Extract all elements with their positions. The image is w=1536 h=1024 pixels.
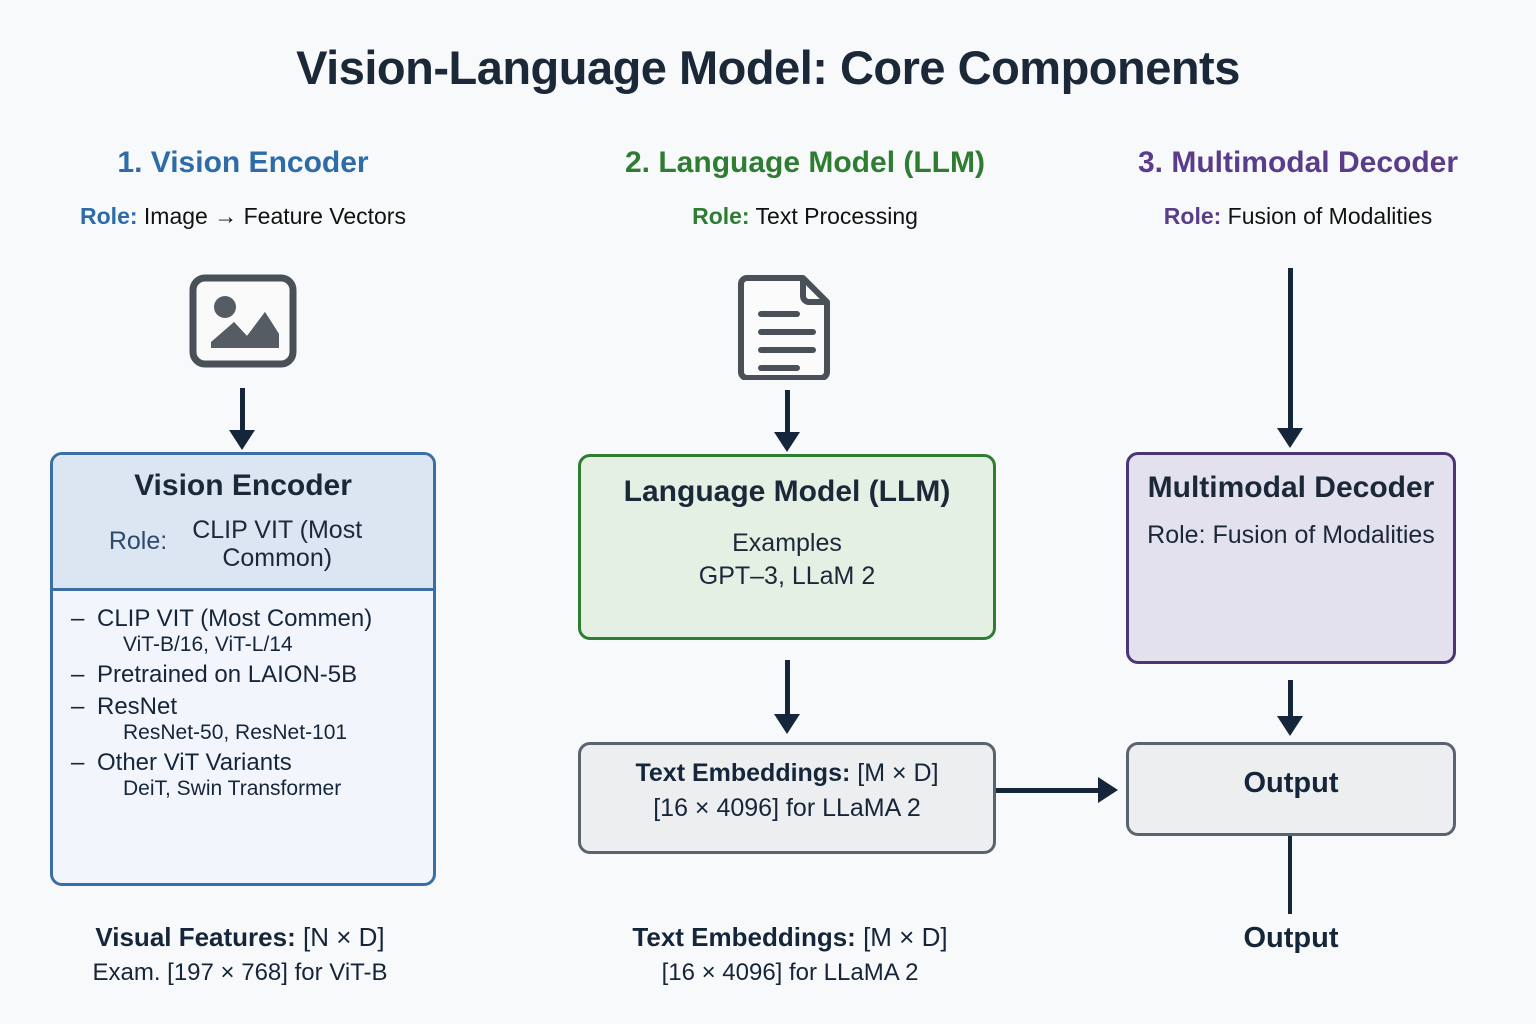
caption-visual-features-label: Visual Features:: [95, 922, 296, 952]
caption-visual-features-example: Exam. [197 × 768] for ViT-B: [92, 959, 388, 986]
caption-visual-features-line1: Visual Features: [N × D]: [30, 922, 450, 953]
page-title: Vision-Language Model: Core Components: [296, 41, 1240, 94]
arrow-decoder-to-output-head: [1277, 716, 1303, 736]
vision-encoder-list: –CLIP VIT (Most Commen) ViT-B/16, ViT-L/…: [53, 591, 433, 813]
vision-encoder-role-key: Role:: [108, 527, 168, 555]
list-item-main: –CLIP VIT (Most Commen): [71, 605, 425, 633]
list-item-sub: ViT-B/16, ViT-L/14: [123, 633, 293, 656]
caption-text-embeddings-label: Text Embeddings:: [632, 922, 856, 952]
output-box[interactable]: Output: [1126, 742, 1456, 836]
multimodal-decoder-box-title: Multimodal Decoder: [1147, 471, 1435, 504]
role-value-3: Fusion of Modalities: [1221, 203, 1433, 229]
list-item-text: Pretrained on LAION-5B: [97, 661, 358, 688]
role-value-2: Text Processing: [749, 203, 918, 229]
connector-output-box-to-output-label: [1288, 836, 1292, 914]
list-item: –ResNet ResNet-50, ResNet-101: [71, 693, 425, 745]
role-key-3: Role:: [1163, 203, 1222, 229]
vision-encoder-role-value: CLIP VIT (Most Common): [192, 516, 363, 572]
list-dash-icon: –: [71, 605, 85, 632]
text-embeddings-box-label-row: Text Embeddings: [M × D]: [581, 759, 993, 788]
image-icon: [189, 274, 297, 373]
arrow-text-embeddings-to-output-line: [996, 788, 1102, 793]
arrow-text-embeddings-to-output-head: [1098, 777, 1118, 803]
caption-visual-features: Visual Features: [N × D] Exam. [197 × 76…: [30, 922, 450, 987]
column-heading-vision-encoder: 1. Vision Encoder: [117, 146, 369, 179]
vision-encoder-box[interactable]: Vision Encoder Role: CLIP VIT (Most Comm…: [50, 452, 436, 886]
list-item-text: CLIP VIT (Most Commen): [97, 605, 373, 632]
arrow-header-to-decoder-line: [1288, 268, 1293, 432]
role-key-2: Role:: [692, 203, 750, 229]
arrow-llm-to-text-embeddings-line: [785, 660, 790, 718]
list-item-main: –Other ViT Variants: [71, 749, 425, 777]
column-role-vision-encoder: Role: Image → Feature Vectors: [0, 203, 486, 230]
caption-text-embeddings-example: [16 × 4096] for LLaMA 2: [661, 959, 919, 986]
language-model-box[interactable]: Language Model (LLM) Examples GPT–3, LLa…: [578, 454, 996, 640]
list-item-sub: DeiT, Swin Transformer: [123, 777, 342, 800]
list-dash-icon: –: [71, 693, 85, 720]
output-box-title: Output: [1243, 767, 1339, 799]
arrow-image-to-vision-encoder-head: [229, 430, 255, 450]
caption-output: Output: [1243, 922, 1339, 954]
column-heading-multimodal-decoder: 3. Multimodal Decoder: [1137, 146, 1459, 179]
language-model-box-title: Language Model (LLM): [623, 475, 951, 508]
arrow-document-to-llm-line: [785, 390, 790, 434]
list-item: –Pretrained on LAION-5B: [71, 661, 425, 689]
role-key-1: Role:: [80, 203, 138, 229]
arrow-document-to-llm-head: [774, 432, 800, 452]
arrow-header-to-decoder-head: [1277, 428, 1303, 448]
multimodal-decoder-box[interactable]: Multimodal Decoder Role: Fusion of Modal…: [1126, 452, 1456, 664]
caption-text-embeddings-line1: Text Embeddings: [M × D]: [560, 922, 1020, 953]
caption-visual-features-dims: [N × D]: [295, 922, 385, 952]
language-model-examples-label: Examples: [732, 529, 842, 557]
multimodal-decoder-role: Role: Fusion of Modalities: [1147, 520, 1435, 549]
list-dash-icon: –: [71, 661, 85, 688]
list-item: –Other ViT Variants DeiT, Swin Transform…: [71, 749, 425, 801]
caption-text-embeddings-dims: [M × D]: [855, 922, 948, 952]
arrow-llm-to-text-embeddings-head: [774, 714, 800, 734]
column-heading-language-model: 2. Language Model (LLM): [625, 146, 985, 179]
vision-encoder-box-title: Vision Encoder: [134, 469, 352, 502]
document-icon: [735, 270, 837, 385]
text-embeddings-box[interactable]: Text Embeddings: [M × D] [16 × 4096] for…: [578, 742, 996, 854]
list-item-text: Other ViT Variants: [97, 749, 292, 776]
list-item-sub: ResNet-50, ResNet-101: [123, 721, 348, 744]
text-embeddings-box-example: [16 × 4096] for LLaMA 2: [653, 794, 921, 822]
vision-encoder-box-header: Vision Encoder Role: CLIP VIT (Most Comm…: [53, 455, 433, 591]
arrow-decoder-to-output-line: [1288, 680, 1293, 720]
vision-encoder-role-row: Role: CLIP VIT (Most Common): [63, 516, 423, 572]
text-embeddings-box-label: Text Embeddings:: [635, 759, 851, 787]
column-role-language-model: Role: Text Processing: [520, 203, 1090, 230]
list-item: –CLIP VIT (Most Commen) ViT-B/16, ViT-L/…: [71, 605, 425, 657]
role-value-1: Image → Feature Vectors: [137, 203, 406, 229]
list-dash-icon: –: [71, 749, 85, 776]
text-embeddings-box-dims: [M × D]: [850, 759, 939, 787]
list-item-main: –ResNet: [71, 693, 425, 721]
arrow-image-to-vision-encoder-line: [240, 388, 245, 434]
column-role-multimodal-decoder: Role: Fusion of Modalities: [1072, 203, 1524, 230]
caption-text-embeddings: Text Embeddings: [M × D] [16 × 4096] for…: [560, 922, 1020, 987]
list-item-main: –Pretrained on LAION-5B: [71, 661, 425, 689]
language-model-examples-value: GPT–3, LLaM 2: [698, 562, 876, 590]
list-item-text: ResNet: [97, 693, 178, 720]
